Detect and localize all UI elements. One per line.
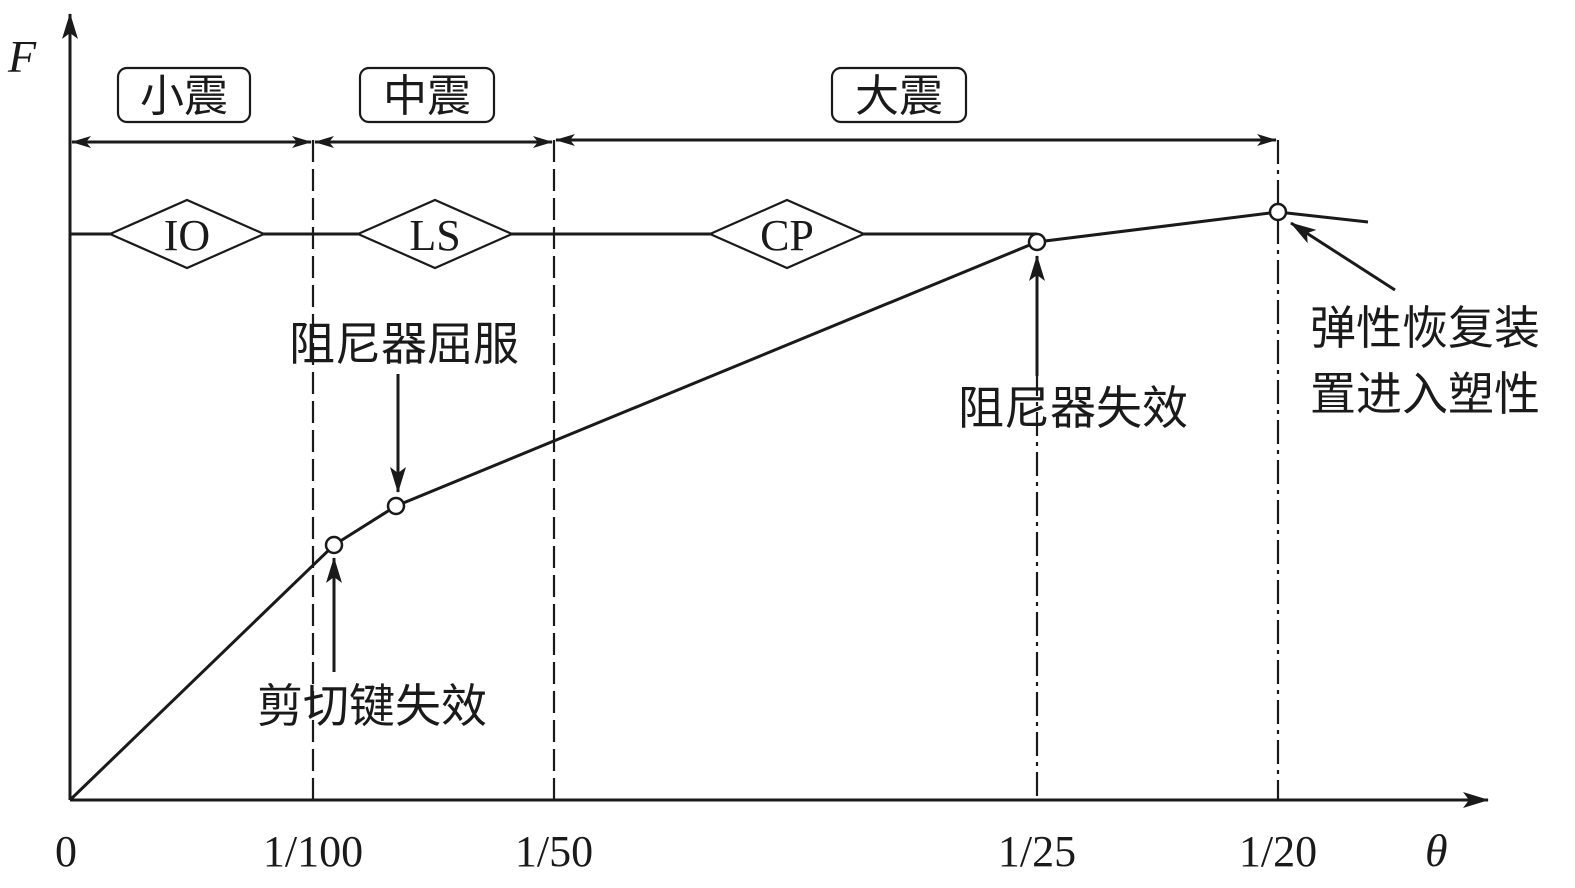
- perf-label-io: IO: [164, 211, 210, 260]
- zone-label-moderate: 中震: [383, 72, 471, 121]
- zone-label-major: 大震: [855, 72, 943, 121]
- zone-label-small: 小震: [140, 72, 228, 121]
- zone-box-moderate: [358, 66, 496, 124]
- annotation-shear-key-failure: 剪切键失效: [257, 681, 487, 732]
- point-recovery-plastic: [1268, 202, 1288, 222]
- tick-label-1-25: 1/25: [998, 827, 1076, 876]
- zone-box-small: [116, 66, 252, 124]
- annotation-damper-failure: 阻尼器失效: [958, 383, 1188, 434]
- annotation-recovery-plastic-line1: 弹性恢复装: [1310, 303, 1540, 354]
- zone-box-major: [830, 66, 968, 124]
- force-drift-curve: [68, 210, 1369, 802]
- annotation-arrow-recovery-plastic: [1290, 221, 1396, 292]
- perf-label-ls: LS: [409, 211, 460, 260]
- tick-label-0: 0: [55, 827, 77, 876]
- annotation-damper-yield: 阻尼器屈服: [289, 319, 519, 370]
- perf-diamond-io: [107, 198, 267, 270]
- perf-diamond-cp: [707, 198, 867, 270]
- point-damper-failure: [1027, 232, 1047, 252]
- tick-label-1-100: 1/100: [263, 827, 363, 876]
- tick-label-1-50: 1/50: [515, 827, 593, 876]
- point-shear-key-failure: [324, 535, 344, 555]
- tick-label-1-20: 1/20: [1239, 827, 1317, 876]
- perf-diamond-ls: [355, 198, 515, 270]
- y-axis-label: F: [7, 31, 37, 82]
- annotation-recovery-plastic-line2: 置进入塑性: [1310, 369, 1540, 420]
- x-axis-label: θ: [1425, 825, 1448, 876]
- perf-label-cp: CP: [760, 211, 814, 260]
- point-damper-yield: [386, 496, 406, 516]
